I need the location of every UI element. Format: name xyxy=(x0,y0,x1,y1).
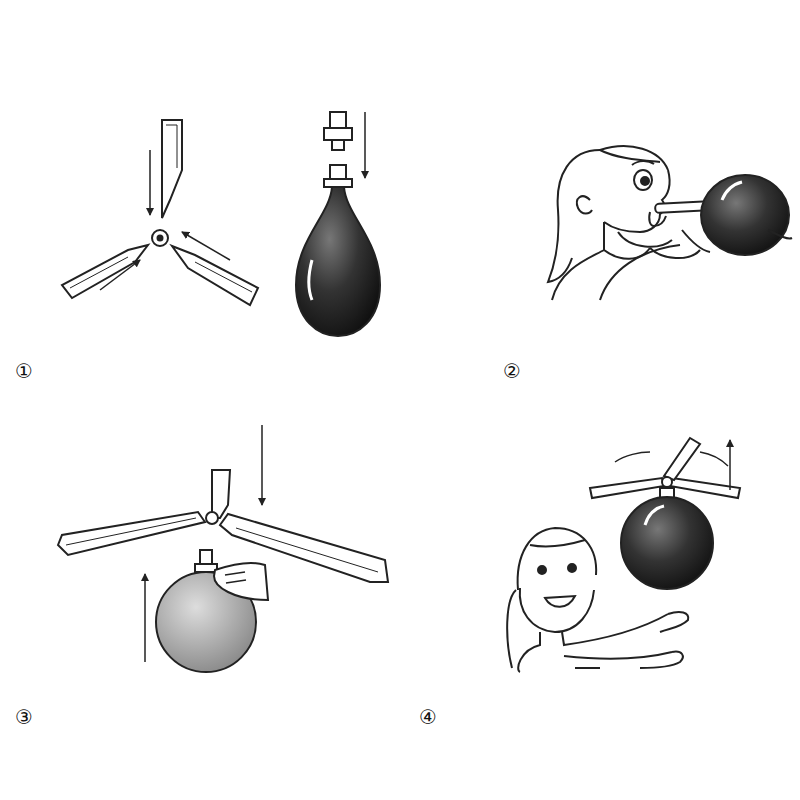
propeller-assembled xyxy=(58,470,388,582)
callout-number: ③ xyxy=(14,706,34,728)
assembly-arrows xyxy=(100,150,230,290)
flying-helicopter xyxy=(590,438,740,589)
callout-number: ① xyxy=(14,360,34,382)
callout-number: ② xyxy=(502,360,522,382)
propeller-parts xyxy=(62,120,258,305)
girl-catching xyxy=(507,528,688,672)
callout-number: ④ xyxy=(418,706,438,728)
balloon-with-hand xyxy=(156,550,268,672)
inflated-balloon xyxy=(701,175,792,255)
assembly-arrows xyxy=(145,425,262,662)
girl-inflating-balloon xyxy=(548,146,710,300)
balloon-with-nozzle xyxy=(296,112,380,336)
